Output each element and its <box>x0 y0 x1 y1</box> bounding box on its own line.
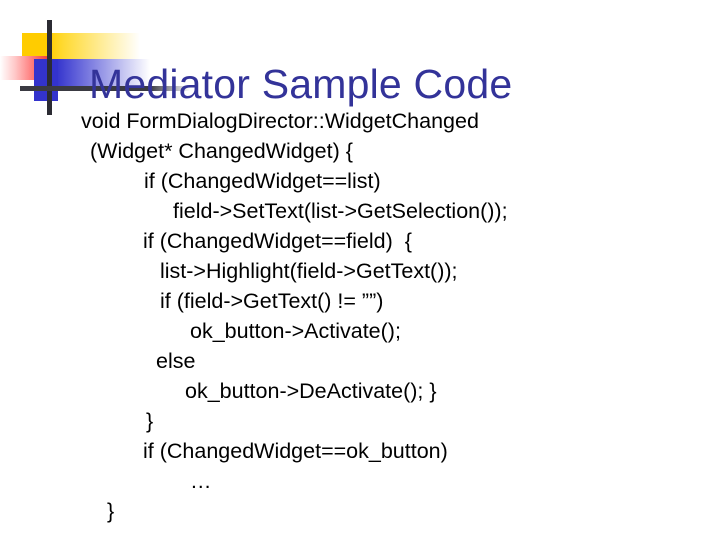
code-line: } <box>146 409 154 433</box>
code-line: (Widget* ChangedWidget) { <box>90 139 353 163</box>
code-line: ok_button->DeActivate(); } <box>185 379 437 403</box>
horizontal-rule-fade <box>150 86 190 91</box>
code-line: if (ChangedWidget==field) { <box>143 229 412 253</box>
decorative-corner-mark <box>0 20 190 115</box>
yellow-square <box>22 33 48 59</box>
code-line: if (ChangedWidget==ok_button) <box>143 439 448 463</box>
horizontal-rule <box>20 86 150 91</box>
code-line: if (ChangedWidget==list) <box>144 169 381 193</box>
code-block: void FormDialogDirector::WidgetChanged(W… <box>0 106 720 526</box>
blue-square <box>34 59 58 101</box>
code-line: … <box>190 469 212 493</box>
page-title: Mediator Sample Code <box>89 61 513 108</box>
code-line: ok_button->Activate(); <box>190 319 401 343</box>
code-line: } <box>107 499 115 523</box>
code-line: field->SetText(list->GetSelection()); <box>173 199 508 223</box>
code-line: if (field->GetText() != ””) <box>160 289 384 313</box>
code-line: void FormDialogDirector::WidgetChanged <box>81 109 479 133</box>
vertical-rule <box>47 20 52 115</box>
code-line: else <box>156 349 196 373</box>
code-line: list->Highlight(field->GetText()); <box>160 259 458 283</box>
